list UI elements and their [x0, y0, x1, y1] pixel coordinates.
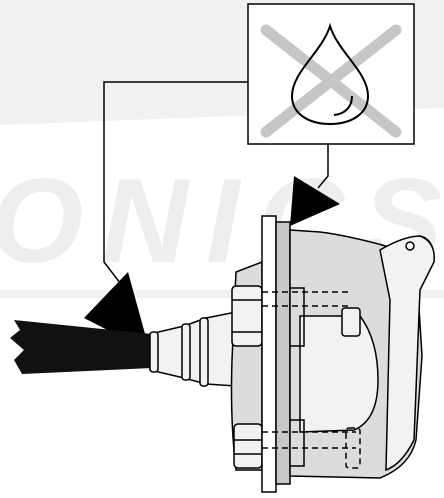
housing-lid	[379, 235, 435, 472]
boot-ring-3	[199, 317, 209, 387]
rubber-boot	[149, 311, 237, 387]
mounting-plate	[261, 215, 277, 493]
housing-step-top	[290, 287, 305, 347]
upper-nut	[231, 285, 263, 347]
no-water-drop-icon	[247, 3, 415, 145]
housing-recess	[299, 315, 379, 433]
cable	[10, 320, 152, 374]
lid-hinge-hole	[405, 241, 415, 251]
lower-bolt-head	[345, 427, 361, 469]
pointer-arrow-upper-icon	[290, 176, 340, 226]
leader-line-right	[317, 144, 329, 189]
housing-step-bottom	[290, 419, 305, 467]
socket-housing	[230, 215, 435, 493]
gasket	[275, 221, 291, 485]
leader-line-left	[103, 81, 248, 297]
watermark-rule	[0, 290, 444, 298]
lower-nut	[233, 423, 263, 469]
leader-lines	[103, 81, 329, 297]
water-drop-highlight	[333, 95, 353, 116]
bolts	[262, 291, 356, 449]
cross-stroke-b	[260, 24, 402, 138]
water-drop-shape	[290, 22, 370, 126]
boot-ring-1	[149, 331, 159, 373]
pointer-arrow-lower-icon	[84, 272, 150, 352]
boot-ring-2	[181, 323, 191, 381]
upper-bolt-head	[341, 307, 361, 337]
cable-body	[10, 320, 152, 374]
boot-body	[149, 311, 237, 387]
